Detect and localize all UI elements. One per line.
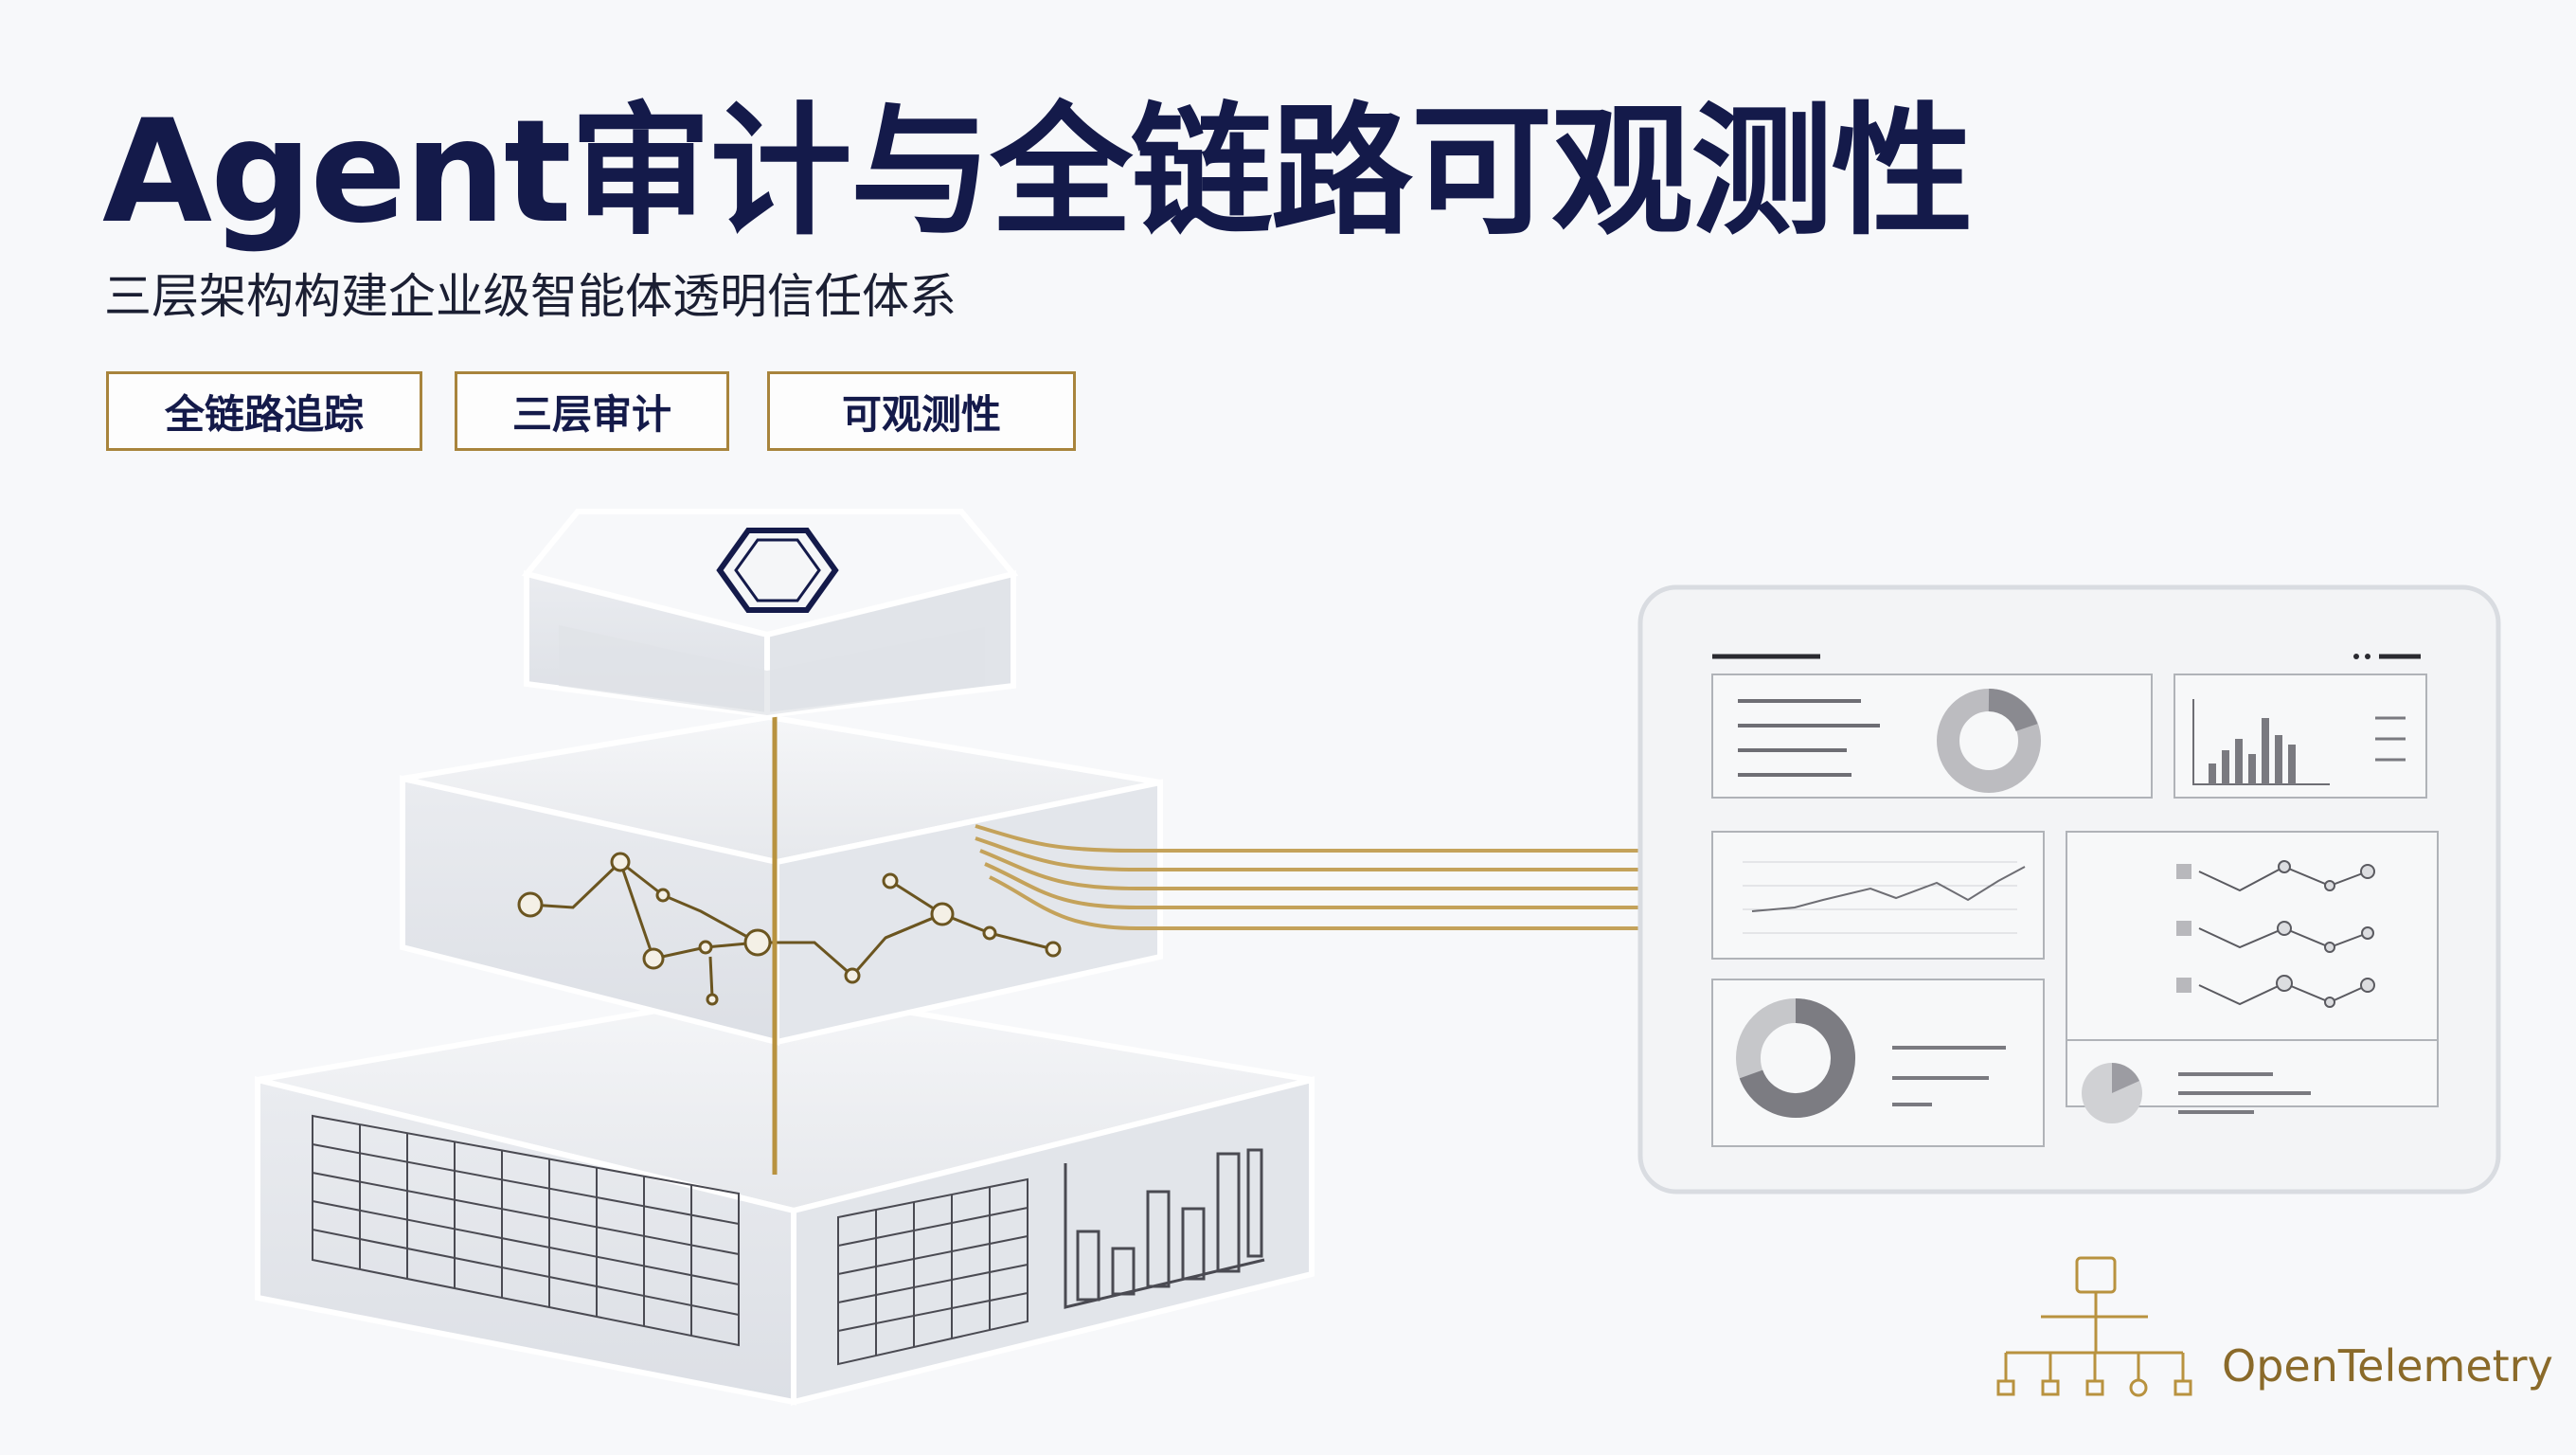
bottom-layer-block bbox=[255, 986, 1315, 1406]
top-layer-block bbox=[521, 509, 1019, 719]
dashboard-card-line-chart bbox=[1711, 831, 2045, 960]
opentelemetry-label: OpenTelemetry bbox=[2222, 1340, 2553, 1392]
dashboard-panel bbox=[1637, 584, 2501, 1195]
dashboard-card-flow bbox=[2066, 831, 2439, 1123]
dashboard-card-list-donut bbox=[1711, 674, 2153, 799]
tag-full-trace: 全链路追踪 bbox=[106, 371, 422, 451]
page-subtitle: 三层架构构建企业级智能体透明信任体系 bbox=[104, 269, 957, 324]
page-title: Agent审计与全链路可观测性 bbox=[102, 90, 1974, 255]
connector-bundle bbox=[975, 824, 1662, 930]
middle-layer-block bbox=[400, 713, 1163, 1046]
dashboard-card-donut bbox=[1711, 979, 2045, 1147]
hexagon-icon bbox=[716, 528, 839, 613]
bottom-grid-right bbox=[837, 1177, 1029, 1366]
dashboard-card-bar-chart bbox=[2174, 674, 2427, 799]
tag-observability: 可观测性 bbox=[767, 371, 1076, 451]
bottom-bar-chart bbox=[1064, 1148, 1265, 1309]
dashboard-pie-legend bbox=[2082, 1063, 2311, 1123]
otel-tree-icon bbox=[1996, 1256, 2192, 1397]
bottom-grid-left bbox=[312, 1114, 740, 1347]
tag-three-layer-audit: 三层审计 bbox=[455, 371, 729, 451]
